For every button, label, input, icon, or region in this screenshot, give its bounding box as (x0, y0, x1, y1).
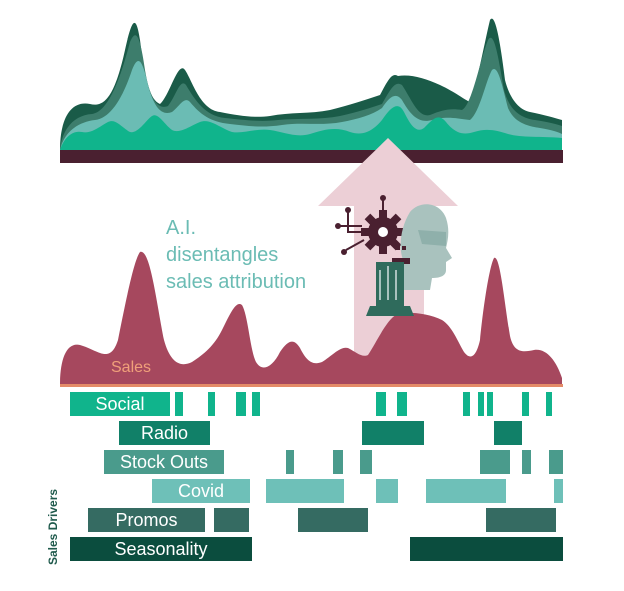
ai-caption-line1: A.I. (166, 217, 197, 239)
driver-bars-seasonality (70, 537, 563, 561)
driver-bars-social (70, 392, 552, 416)
driver-bars-stock-outs (104, 450, 563, 474)
driver-label-promos: Promos (115, 510, 178, 530)
stack-layer-teal (60, 106, 562, 150)
circuit-lines (340, 200, 384, 251)
driver-label-seasonality: Seasonality (114, 539, 208, 559)
ai-caption: A.I. disentangles sales attribution (166, 215, 306, 296)
ai-caption-line2: disentangles (166, 244, 279, 266)
circuit-nodes (335, 195, 386, 255)
driver-bars-covid (152, 479, 563, 503)
driver-label-radio: Radio (140, 423, 189, 443)
up-arrow-icon (318, 138, 458, 356)
ai-caption-line3: sales attribution (166, 271, 307, 293)
driver-bars-promos (88, 508, 556, 532)
stack-base-bar (60, 150, 563, 163)
sales-label: Sales (111, 359, 152, 376)
sales-area (60, 251, 562, 385)
driver-label-stock-outs: Stock Outs (119, 452, 209, 472)
robot-head-icon (392, 204, 452, 290)
stacked-areas (60, 18, 562, 151)
driver-label-covid: Covid (177, 481, 225, 501)
driver-bars-radio (119, 421, 522, 445)
driver-label-social: Social (95, 394, 145, 414)
sales-drivers-axis-label: Sales Drivers (46, 488, 60, 565)
sales-baseline (60, 384, 563, 387)
